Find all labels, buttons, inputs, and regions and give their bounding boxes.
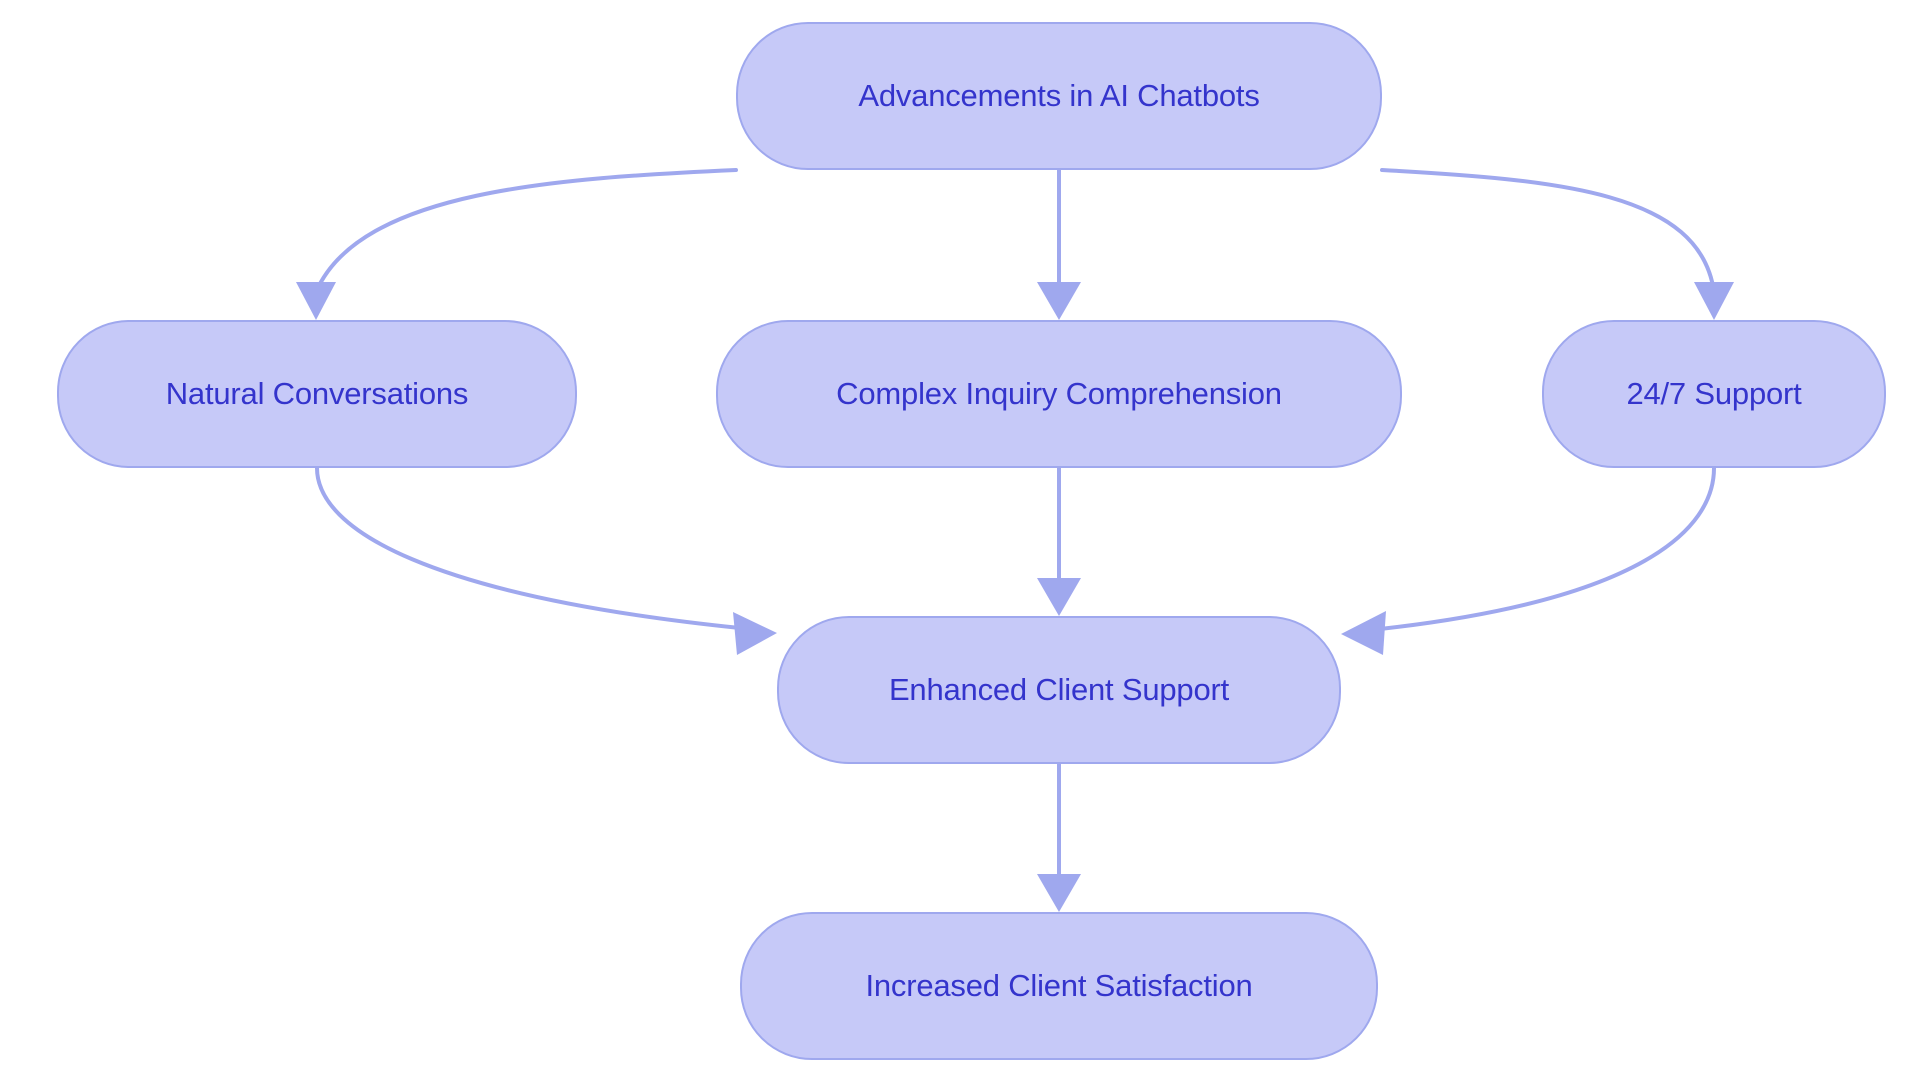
edge-complex-to-enhanced xyxy=(1037,466,1081,616)
node-label: Enhanced Client Support xyxy=(888,671,1230,707)
node-label: Complex Inquiry Comprehension xyxy=(836,375,1282,411)
edge-enhanced-to-satisfaction xyxy=(1037,762,1081,912)
node-natural-conversations[interactable]: Natural Conversations xyxy=(57,320,577,468)
node-increased-client-satisfaction[interactable]: Increased Client Satisfaction xyxy=(740,912,1378,1060)
edge-support247-to-enhanced xyxy=(1341,466,1716,655)
node-24-7-support[interactable]: 24/7 Support xyxy=(1542,320,1886,468)
node-enhanced-client-support[interactable]: Enhanced Client Support xyxy=(777,616,1341,764)
node-advancements-in-ai-chatbots[interactable]: Advancements in AI Chatbots xyxy=(736,22,1382,170)
node-complex-inquiry-comprehension[interactable]: Complex Inquiry Comprehension xyxy=(716,320,1402,468)
edge-advancements-to-natural xyxy=(296,168,738,320)
node-label: 24/7 Support xyxy=(1626,375,1802,411)
node-label: Advancements in AI Chatbots xyxy=(858,77,1260,113)
edge-advancements-to-support247 xyxy=(1380,168,1734,320)
node-label: Increased Client Satisfaction xyxy=(865,967,1253,1003)
node-label: Natural Conversations xyxy=(165,375,469,411)
edge-advancements-to-complex xyxy=(1037,168,1081,320)
edge-natural-to-enhanced xyxy=(315,466,777,655)
